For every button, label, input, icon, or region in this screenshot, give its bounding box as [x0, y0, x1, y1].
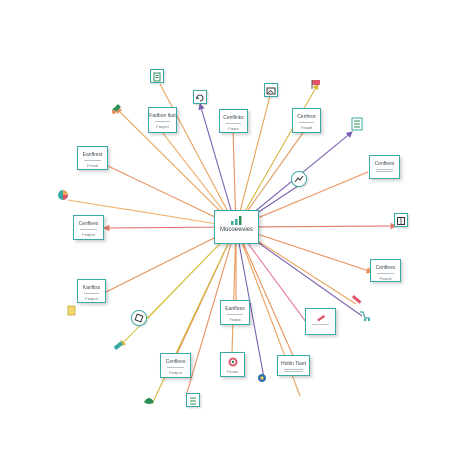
node-subtitle: Feloal [87, 162, 98, 168]
node-card-top-right[interactable]: Cenfnce Feaalt [292, 108, 321, 133]
image-icon [264, 83, 278, 97]
hub-label: Mocoewvies [219, 227, 253, 233]
pen-icon [113, 341, 124, 351]
connector-line [185, 226, 237, 397]
node-title: Cenflinks [223, 115, 244, 121]
node-title: Cenflees [165, 359, 186, 365]
settings-icon[interactable] [131, 310, 147, 326]
node-title: Fadbon Ikat [149, 113, 176, 119]
node-title: Holtin Tiaet [280, 361, 306, 367]
folder-icon [186, 393, 200, 407]
refresh-icon [193, 90, 207, 104]
node-card-right-mid[interactable]: Cenflees Feacal [370, 259, 401, 282]
leaf-icon [144, 398, 154, 404]
node-subtitle: Feacal [379, 275, 392, 281]
node-card-left-upper[interactable]: Eanflrest Feloal [77, 146, 108, 170]
node-subtitle: Feapot [82, 231, 95, 237]
note-icon [67, 305, 76, 316]
node-card-right-lower[interactable] [305, 308, 336, 335]
node-card-left-mid[interactable]: Cenflees Feapot [73, 215, 104, 240]
node-subtitle: Faepet [156, 123, 169, 129]
bar-chart-icon [230, 216, 241, 225]
node-subtitle: Feaalt [300, 124, 313, 130]
target-icon [228, 357, 237, 367]
node-card-top-left[interactable]: Fadbon Ikat Faepet [148, 107, 177, 133]
connector-line [235, 226, 295, 359]
connector-line [235, 226, 265, 379]
node-title: Cenflees [374, 161, 395, 167]
list-icon [351, 117, 363, 131]
node-card-top-mid[interactable]: Cenflinks Faaot [219, 109, 248, 133]
cart-icon [360, 311, 371, 322]
node-title: Cenflees [375, 265, 396, 271]
node-card-bottom-center[interactable]: Feoao [220, 352, 245, 377]
node-title: Cenflees [78, 221, 99, 227]
node-card-center-lower[interactable]: Eanfloes Fealat [220, 300, 250, 325]
node-card-left-lower[interactable]: Kanfiiss Feapot [77, 279, 106, 303]
connector-line [115, 107, 237, 228]
node-subtitle: Fealat [229, 316, 241, 322]
node-title: Kanfiiss [82, 285, 101, 291]
pencil-icon [351, 295, 362, 304]
node-subtitle: Feoao [226, 369, 239, 374]
connector-line [235, 222, 398, 230]
book-icon [394, 213, 408, 227]
pencil-icon [316, 314, 325, 322]
connector-line [235, 95, 271, 228]
flag-icon [311, 80, 320, 89]
node-card-bottom-left[interactable]: Cenflees Feapot [160, 353, 191, 378]
rocket-icon [112, 104, 121, 114]
connector-line [235, 83, 319, 228]
node-subtitle: Feapot [85, 295, 98, 301]
chart-icon[interactable] [291, 171, 307, 187]
connector-line [119, 226, 237, 347]
badge-icon [258, 374, 266, 382]
node-title: Cenfnce [297, 114, 316, 120]
connector-line [231, 226, 237, 353]
node-subtitle: Faaot [228, 125, 239, 131]
node-subtitle: Feapot [169, 369, 182, 375]
pie-chart-icon [58, 190, 68, 200]
node-title: Eanfloes [225, 306, 245, 312]
node-card-right-upper[interactable]: Cenflees [369, 155, 400, 179]
connector-line [198, 102, 237, 228]
hub-node[interactable]: Mocoewvies [214, 210, 259, 244]
node-title: Eanflrest [82, 152, 103, 158]
connector-line [67, 199, 237, 228]
document-icon [150, 69, 164, 83]
connector-line [159, 83, 237, 228]
node-card-bottom-right[interactable]: Holtin Tiaet [277, 355, 310, 376]
